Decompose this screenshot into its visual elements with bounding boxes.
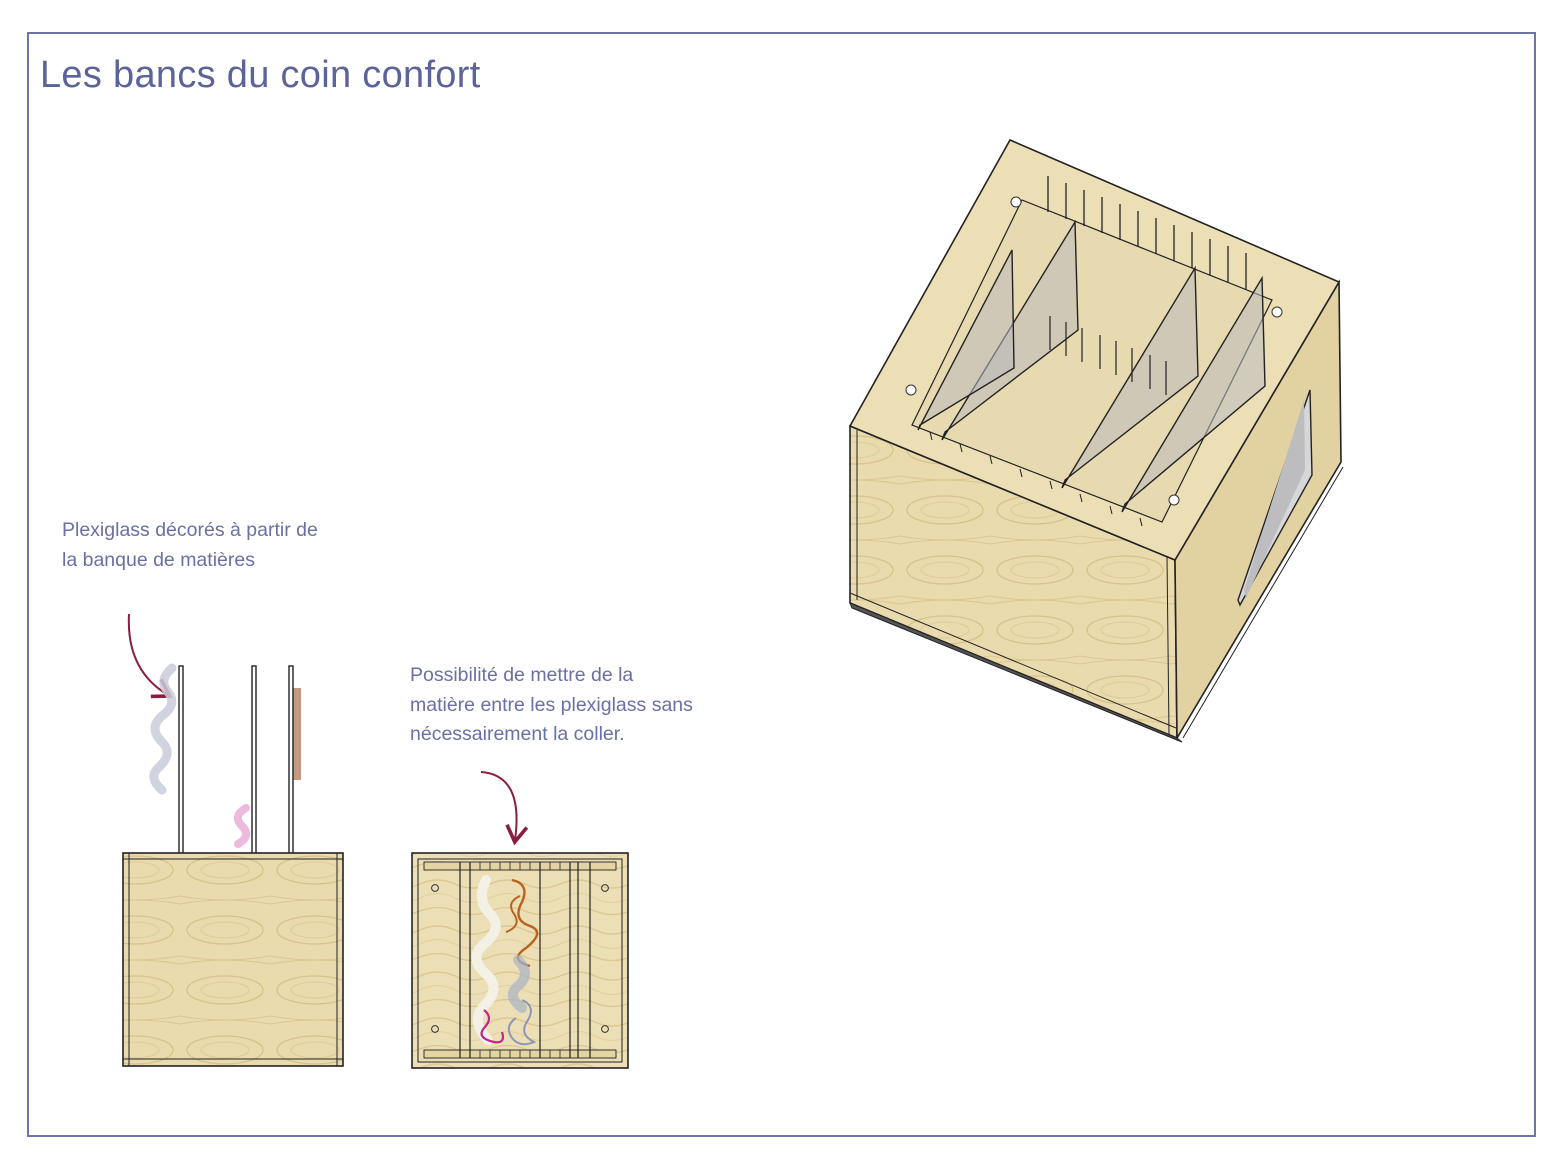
annotation-material-between-plexiglass: Possibilité de mettre de la matière entr… — [410, 664, 693, 745]
arrow-to-plexiglass — [127, 613, 173, 699]
page-frame — [27, 32, 1536, 1137]
page-title: Les bancs du coin confort — [40, 54, 481, 96]
arrow-to-top-view — [480, 771, 529, 846]
isometric-bench — [848, 138, 1344, 743]
annotation-plexiglass-decorated: Plexiglass décorés à partir de la banque… — [62, 519, 318, 571]
side-view-bench — [122, 663, 344, 1067]
top-view-bench — [411, 852, 629, 1069]
